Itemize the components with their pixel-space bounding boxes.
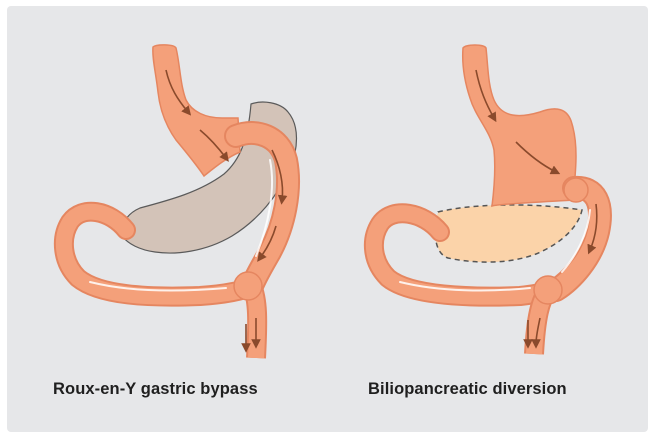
caption-biliopancreatic-diversion: Biliopancreatic diversion (368, 380, 567, 399)
pylorus-junction (564, 178, 588, 202)
stomach-sleeve (463, 45, 576, 206)
anastomosis (534, 276, 562, 304)
roux-en-y-diagram (64, 45, 297, 358)
removed-stomach (435, 205, 582, 262)
caption-roux-en-y: Roux-en-Y gastric bypass (53, 380, 258, 399)
biliopancreatic-diversion-diagram (374, 45, 600, 354)
anastomosis (234, 272, 262, 300)
esophagus (153, 45, 240, 176)
